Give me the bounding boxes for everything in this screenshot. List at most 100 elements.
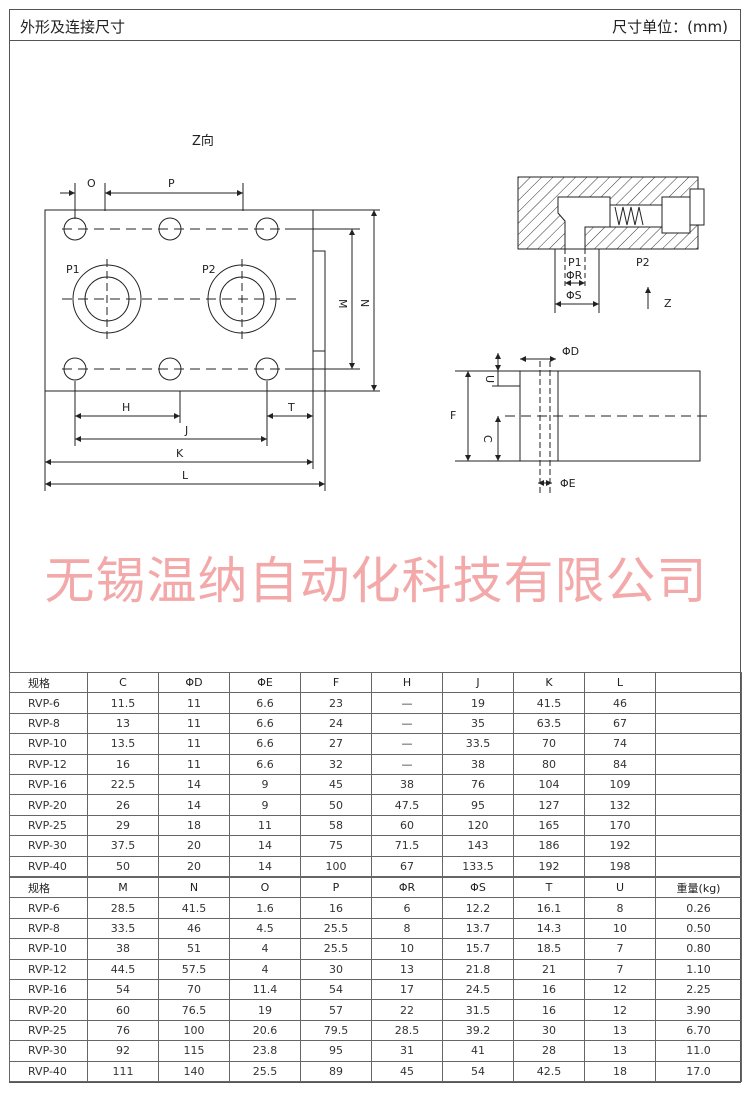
value-cell: 104 [513, 773, 585, 796]
value-cell: 16 [87, 753, 159, 775]
value-cell [655, 835, 742, 857]
value-cell: 42.5 [513, 1060, 585, 1082]
value-cell: 13 [87, 712, 159, 735]
value-cell: 2.25 [655, 978, 742, 1001]
model-cell: RVP-30 [9, 1040, 88, 1062]
value-cell: 41.5 [513, 692, 585, 714]
value-cell: 30 [513, 1019, 585, 1042]
value-cell: 20.6 [229, 1019, 301, 1042]
dim-f-label: F [450, 409, 456, 422]
value-cell: 84 [584, 753, 656, 775]
value-cell: 75 [300, 835, 372, 857]
value-cell: 44.5 [87, 958, 159, 980]
value-cell: 13 [584, 1040, 656, 1062]
column-header: 规格 [9, 876, 88, 899]
value-cell: 71.5 [371, 835, 443, 857]
value-cell: 41.5 [158, 897, 230, 919]
document-frame: 外形及连接尺寸 尺寸单位：(mm) Z向 [9, 9, 741, 1083]
value-cell: 6.6 [229, 712, 301, 735]
column-header: U [584, 876, 656, 899]
value-cell: 13.7 [442, 917, 514, 940]
value-cell: 6.6 [229, 733, 301, 755]
dim-phid-label: ΦD [562, 345, 579, 358]
value-cell: 10 [371, 938, 443, 960]
value-cell [655, 773, 742, 796]
value-cell: 11.4 [229, 978, 301, 1001]
value-cell: 4 [229, 938, 301, 960]
value-cell: 12 [584, 978, 656, 1001]
dim-l-label: L [182, 469, 189, 482]
value-cell: 6.70 [655, 1019, 742, 1042]
dim-phie-label: ΦE [560, 477, 576, 490]
company-watermark: 无锡温纳自动化科技有限公司 [44, 552, 708, 610]
value-cell: 50 [300, 794, 372, 816]
column-header: ΦS [442, 876, 514, 899]
model-cell: RVP-12 [9, 753, 88, 775]
value-cell: 13 [371, 958, 443, 980]
header-title: 外形及连接尺寸 [20, 18, 126, 36]
drawing-svg: Z向 [44, 133, 710, 493]
value-cell: 198 [584, 855, 656, 877]
value-cell: 111 [87, 1060, 159, 1082]
column-header: J [442, 671, 514, 694]
value-cell: 89 [300, 1060, 372, 1082]
value-cell: — [371, 753, 443, 775]
value-cell: 4.5 [229, 917, 301, 940]
value-cell: 70 [513, 733, 585, 755]
model-cell: RVP-6 [9, 897, 88, 919]
dim-c-label: C [481, 435, 494, 443]
dim-k-label: K [176, 447, 184, 460]
column-header: K [513, 671, 585, 694]
model-cell: RVP-20 [9, 999, 88, 1021]
value-cell: 16 [513, 999, 585, 1021]
value-cell: 192 [513, 855, 585, 877]
technical-drawing: Z向 [10, 41, 742, 681]
value-cell: 12.2 [442, 897, 514, 919]
column-header: ΦD [158, 671, 230, 694]
value-cell: 25.5 [300, 917, 372, 940]
value-cell: 22 [371, 999, 443, 1021]
value-cell: 30 [300, 958, 372, 980]
value-cell: 35 [442, 712, 514, 735]
column-header [655, 671, 742, 694]
value-cell: 47.5 [371, 794, 443, 816]
value-cell: 13.5 [87, 733, 159, 755]
value-cell: 24.5 [442, 978, 514, 1001]
model-cell: RVP-16 [9, 978, 88, 1001]
value-cell: 14 [229, 855, 301, 877]
value-cell: 76 [442, 773, 514, 796]
value-cell: 16.1 [513, 897, 585, 919]
value-cell: 29 [87, 814, 159, 837]
value-cell [655, 692, 742, 714]
value-cell: 79.5 [300, 1019, 372, 1042]
value-cell: 57 [300, 999, 372, 1021]
value-cell: 21.8 [442, 958, 514, 980]
model-cell: RVP-10 [9, 938, 88, 960]
value-cell: 60 [87, 999, 159, 1021]
value-cell: 186 [513, 835, 585, 857]
value-cell: 37.5 [87, 835, 159, 857]
model-cell: RVP-25 [9, 814, 88, 837]
value-cell: 76 [87, 1019, 159, 1042]
value-cell: 13 [584, 1019, 656, 1042]
value-cell: 18 [584, 1060, 656, 1082]
value-cell: 27 [300, 733, 372, 755]
value-cell: 28 [513, 1040, 585, 1062]
column-header: C [87, 671, 159, 694]
column-header: P [300, 876, 372, 899]
value-cell: 57.5 [158, 958, 230, 980]
value-cell: 54 [300, 978, 372, 1001]
value-cell: 1.6 [229, 897, 301, 919]
column-header: 重量(kg) [655, 876, 742, 899]
value-cell: 17.0 [655, 1060, 742, 1082]
value-cell: 39.2 [442, 1019, 514, 1042]
value-cell: 54 [87, 978, 159, 1001]
dim-t-label: T [287, 401, 295, 414]
